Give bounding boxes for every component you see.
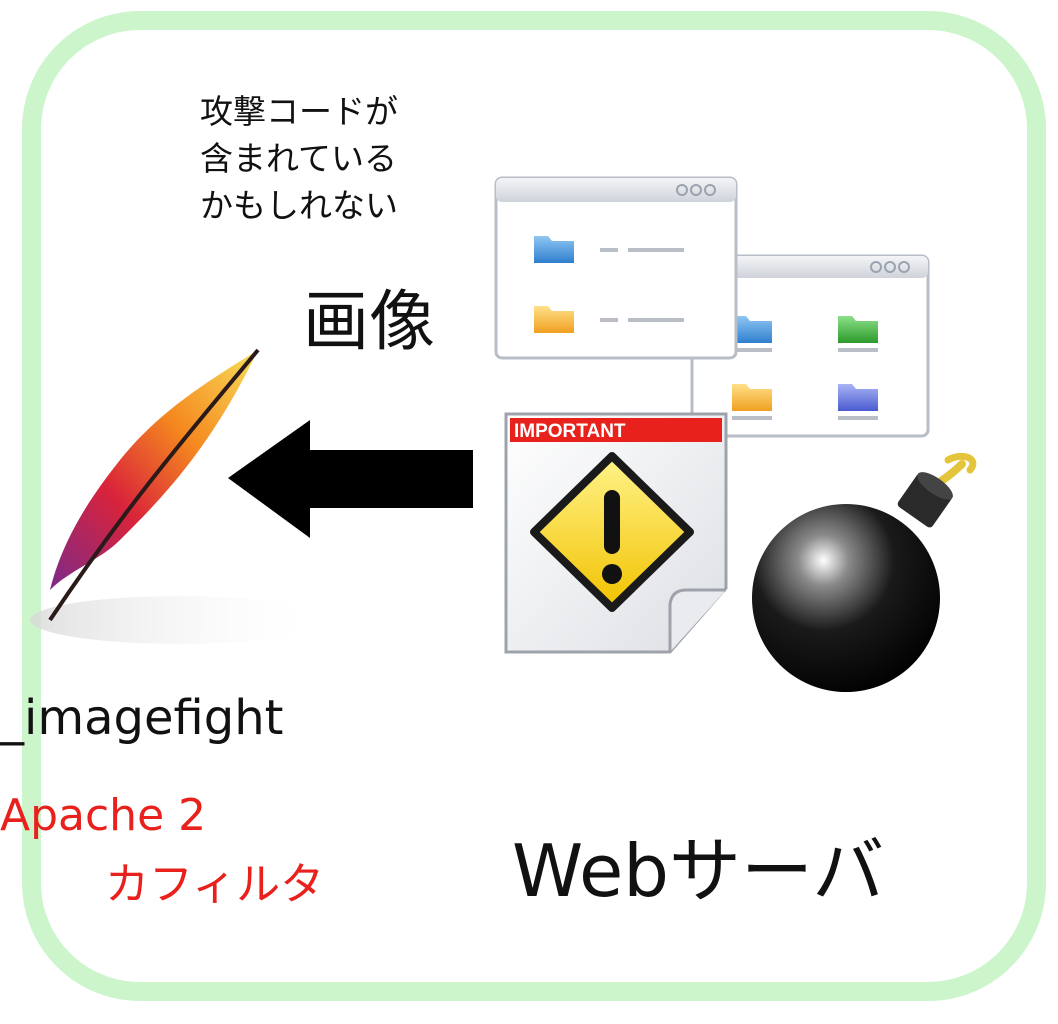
attack-code-note: 攻撃コードが 含まれている かもしれない: [200, 88, 398, 229]
image-label: 画像: [303, 283, 435, 360]
apache-label: Apache 2: [0, 790, 207, 841]
warning-banner: IMPORTANT: [514, 421, 626, 442]
note-line-1: 攻撃コードが: [200, 92, 398, 131]
left-arrow-icon: [228, 420, 473, 538]
bomb-icon: [752, 452, 977, 692]
warning-document-icon: IMPORTANT: [504, 412, 728, 654]
note-line-2: 含まれている: [200, 139, 398, 178]
note-line-3: かもしれない: [200, 186, 398, 225]
apache-feather-icon: [30, 348, 330, 644]
webserver-label: Webサーバ: [512, 829, 885, 913]
file-browser-windows-icon: [494, 176, 930, 438]
module-name: _imagefight: [0, 690, 284, 746]
filter-label: カフィルタ: [105, 859, 325, 910]
